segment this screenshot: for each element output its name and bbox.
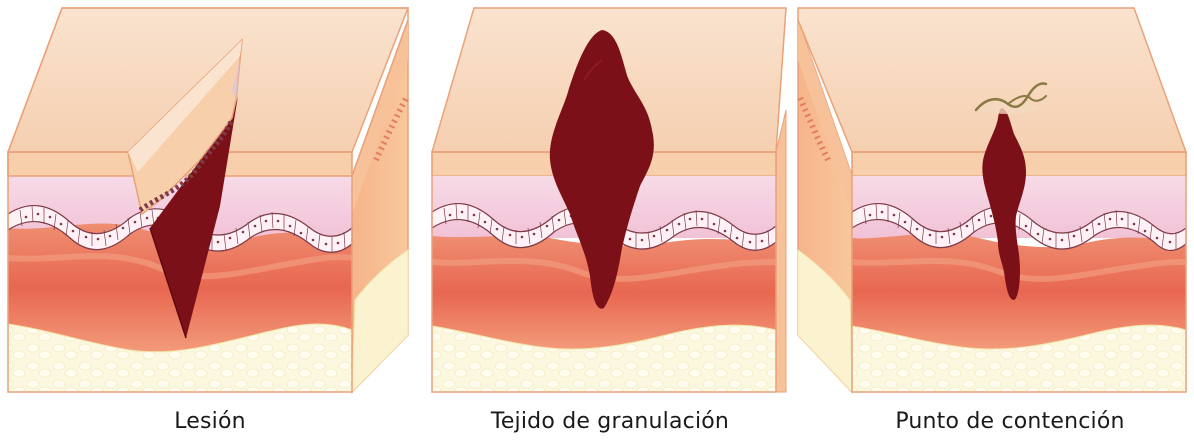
lesion-panel — [8, 8, 408, 392]
caption-granulation-tissue: Tejido de granulación — [460, 405, 760, 439]
caption-suture: Punto de contención — [860, 405, 1160, 439]
caption-lesion: Lesión — [80, 405, 340, 439]
suture-panel — [798, 8, 1186, 392]
granulation-panel — [432, 8, 786, 392]
